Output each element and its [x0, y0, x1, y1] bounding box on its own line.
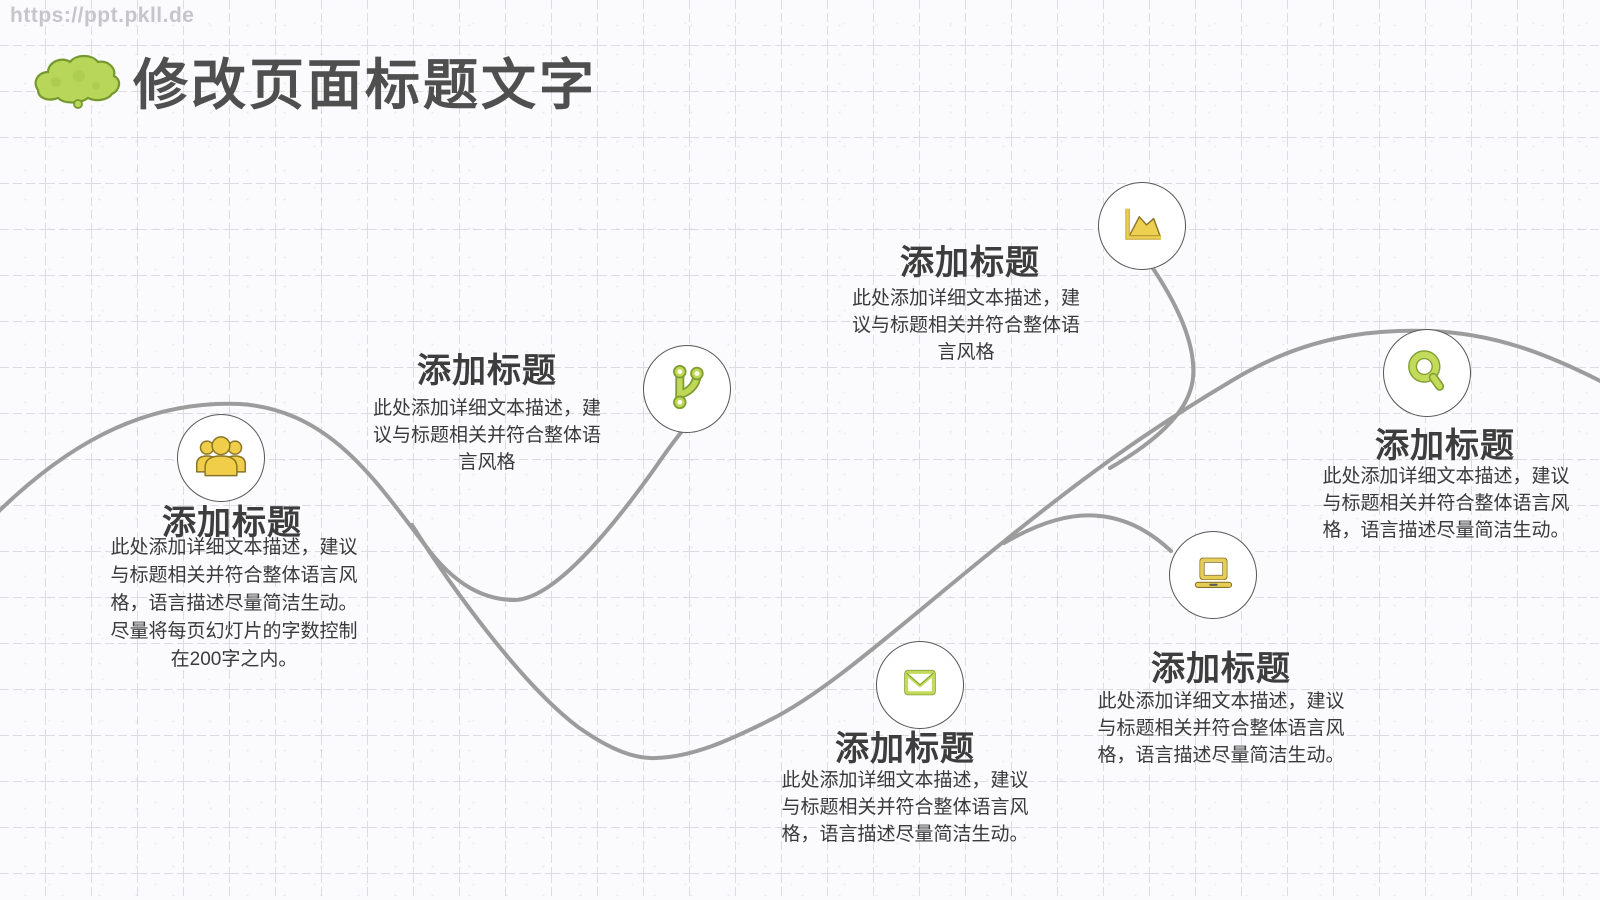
flow-curve-chart-hook [1108, 262, 1196, 470]
node-6-body: 此处添加详细文本描述，建议与标题相关并符合整体语言风格，语言描述尽量简洁生动。 [781, 770, 1029, 845]
node-4-body: 此处添加详细文本描述，建议与标题相关并符合整体语言风格，语言描述尽量简洁生动。 [1322, 466, 1570, 541]
search-icon [1400, 344, 1454, 403]
node-2-body: 此处添加详细文本描述，建议与标题相关并符合整体语言风格 [372, 398, 601, 473]
node-3-circle [1098, 182, 1186, 270]
node-1-title: 添加标题 [162, 504, 302, 542]
node-4-title: 添加标题 [1375, 427, 1515, 465]
area-chart-icon [1115, 197, 1169, 256]
node-2-title: 添加标题 [417, 352, 557, 390]
people-icon [193, 432, 249, 485]
cloud-icon [24, 46, 124, 115]
git-branch-icon [660, 360, 714, 419]
node-1-circle [177, 414, 265, 502]
watermark: https://ppt.pkll.de [10, 4, 195, 27]
node-4-circle [1383, 329, 1471, 417]
flow-curve-laptop-hump [1002, 513, 1173, 553]
node-5-circle [1169, 531, 1257, 619]
node-3-body: 此处添加详细文本描述，建议与标题相关并符合整体语言风格 [851, 288, 1080, 363]
node-1-body: 此处添加详细文本描述，建议与标题相关并符合整体语言风格，语言描述尽量简洁生动。尽… [110, 537, 358, 670]
laptop-icon [1185, 547, 1241, 604]
node-5-body: 此处添加详细文本描述，建议与标题相关并符合整体语言风格，语言描述尽量简洁生动。 [1097, 691, 1345, 766]
flow-curve-long-s [410, 328, 1600, 761]
envelope-icon [893, 657, 947, 714]
node-6-title: 添加标题 [835, 730, 975, 768]
node-3-title: 添加标题 [900, 244, 1040, 282]
page-title: 修改页面标题文字 [133, 54, 598, 116]
node-6-circle [876, 641, 964, 729]
node-2-circle [643, 345, 731, 433]
node-5-title: 添加标题 [1151, 650, 1291, 688]
